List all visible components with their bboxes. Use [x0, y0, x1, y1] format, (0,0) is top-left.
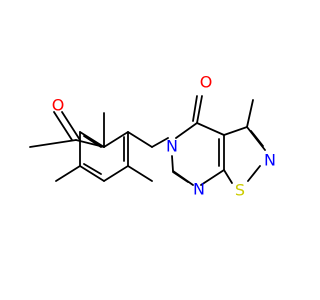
benzene-bond-1 — [103, 131, 129, 148]
benzene-bond-6-inner — [83, 135, 102, 148]
pyrimidine-nitrogen-label: N — [193, 180, 205, 199]
atom-labels: O N O N N S — [52, 73, 276, 200]
sulfur-label: S — [235, 181, 245, 200]
isothiazole-bond-1 — [223, 126, 248, 136]
acetyl-methyl-bond — [29, 139, 77, 148]
benzene-bond-4-inner — [83, 163, 102, 175]
pyrimidine-bond-2 — [196, 122, 225, 136]
acetyl-oxygen-label: O — [52, 96, 65, 115]
isothiazole-bond-3 — [247, 165, 261, 182]
methyl-left-bond — [55, 165, 81, 182]
benzyl-to-nitrogen-bond — [151, 137, 169, 148]
carbonyl-bond-1 — [196, 95, 203, 124]
methyl-right-bond — [127, 165, 153, 182]
carbonyl-bond-2 — [192, 95, 198, 122]
pyrimidine-bond-1 — [175, 122, 198, 139]
benzene-bond-4 — [79, 165, 105, 182]
pyrimidine-bond-6 — [171, 155, 174, 172]
benzene-bond-6 — [79, 131, 105, 148]
isothiazole-methyl-bond — [246, 99, 254, 128]
molecule-canvas: O N O N N S — [29, 72, 276, 200]
acetyl-carbonyl-bond-2 — [53, 111, 73, 141]
benzyl-bond — [127, 131, 153, 148]
isothiazole-nitrogen-label: N — [264, 151, 276, 170]
bonds — [29, 95, 266, 186]
carbonyl-oxygen-label: O — [200, 73, 213, 92]
pyrimidine-bond-5-inner — [172, 171, 189, 183]
pyrimidine-bond-4 — [200, 169, 225, 186]
acetyl-carbonyl-bond-1 — [61, 111, 81, 141]
molecule-structure: O N O N N S — [29, 73, 276, 200]
isothiazole-bond-4 — [223, 169, 233, 184]
isothiazole-bond-2-inner — [250, 130, 264, 147]
benzene-bond-3 — [103, 165, 129, 182]
ring-nitrogen-label: N — [166, 137, 178, 156]
